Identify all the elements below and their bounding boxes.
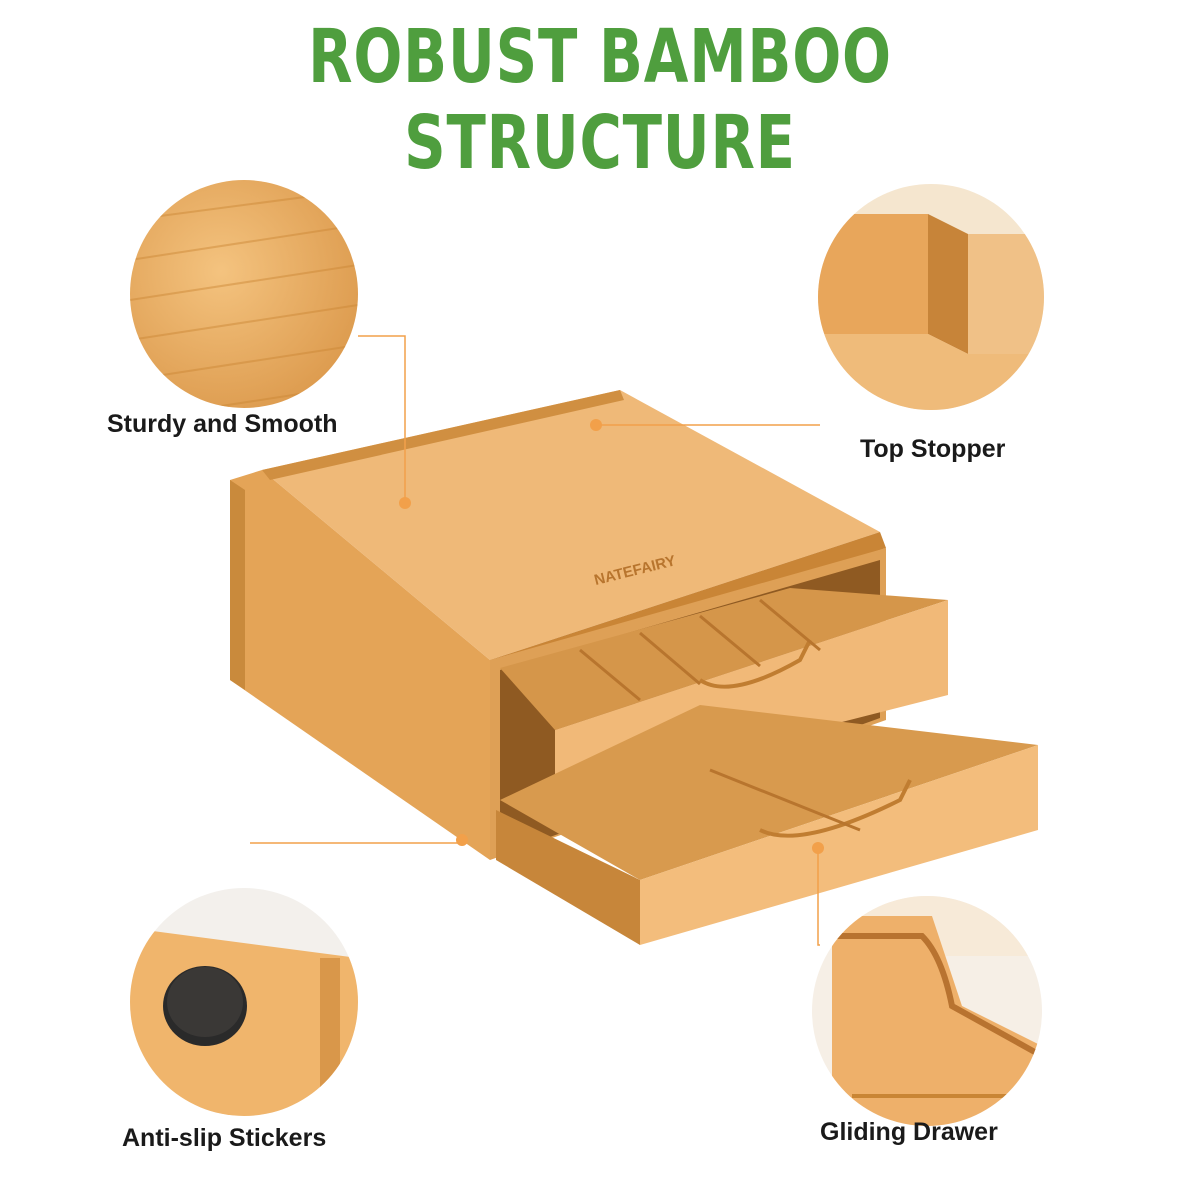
detail-circle-stopper [818,184,1044,410]
detail-circle-surface [130,180,358,408]
label-sturdy-smooth: Sturdy and Smooth [107,410,338,438]
label-top-stopper: Top Stopper [860,435,1006,463]
page-title: ROBUST BAMBOO STRUCTURE [308,14,892,186]
detail-circle-gliding [812,896,1042,1126]
label-antislip-stickers: Anti-slip Stickers [122,1124,327,1152]
label-gliding-drawer: Gliding Drawer [820,1118,998,1146]
corner-detail-image [818,214,1044,410]
detail-circle-antislip [130,888,358,1116]
